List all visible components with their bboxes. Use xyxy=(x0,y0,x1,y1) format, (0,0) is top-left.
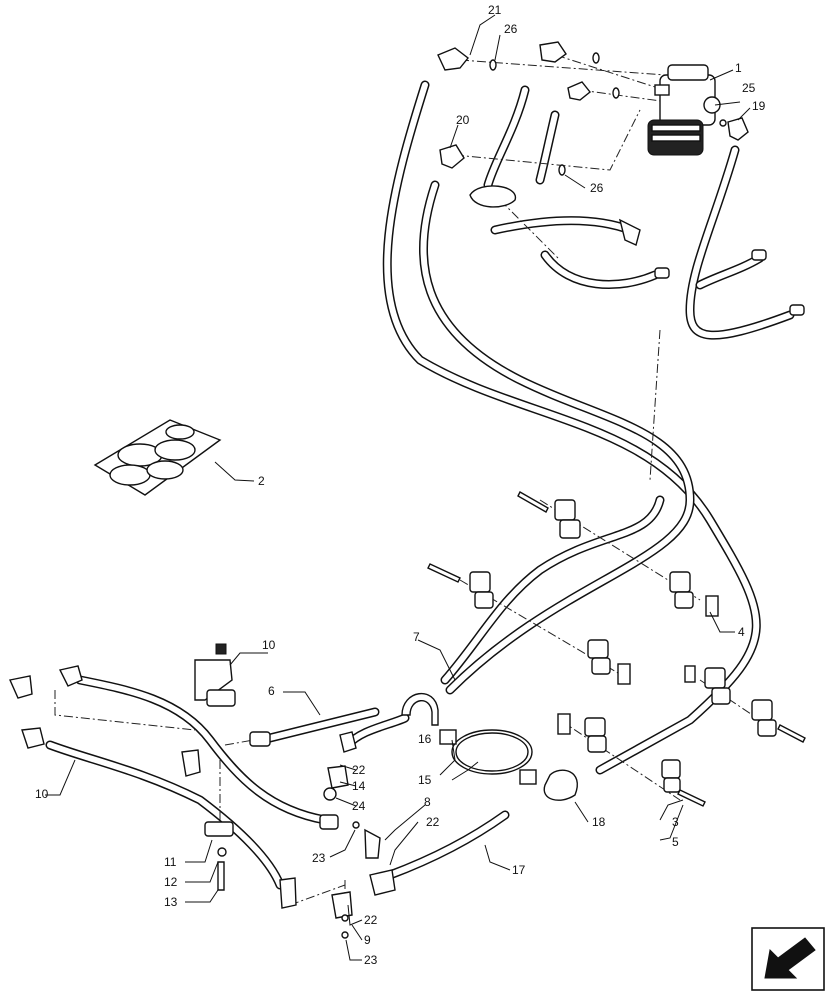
callout-26-top: 26 xyxy=(504,22,518,36)
callout-10-top: 10 xyxy=(262,638,276,652)
callout-4: 4 xyxy=(738,625,745,639)
hose-main-left xyxy=(382,80,761,775)
callout-22-b: 22 xyxy=(426,815,440,829)
callout-25: 25 xyxy=(742,81,756,95)
callout-14: 14 xyxy=(352,779,366,793)
callout-24: 24 xyxy=(352,799,366,813)
hose-clamps xyxy=(401,693,578,801)
clamp-blocks xyxy=(194,491,806,891)
callout-15: 15 xyxy=(418,773,432,787)
arrow-left-down-icon[interactable] xyxy=(751,927,825,991)
callout-7: 7 xyxy=(413,630,420,644)
callout-5: 5 xyxy=(672,835,679,849)
callout-21: 21 xyxy=(488,3,502,17)
callout-23-a: 23 xyxy=(312,851,326,865)
callout-13: 13 xyxy=(164,895,178,909)
callout-9: 9 xyxy=(364,933,371,947)
leader-lines xyxy=(45,14,751,961)
callout-12: 12 xyxy=(164,875,178,889)
hose-lines xyxy=(45,80,795,890)
callout-22-c: 22 xyxy=(364,913,378,927)
callout-10-left: 10 xyxy=(35,787,49,801)
callout-3: 3 xyxy=(672,815,679,829)
reference-lines xyxy=(54,49,761,920)
callout-19: 19 xyxy=(752,99,766,113)
callout-20: 20 xyxy=(456,113,470,127)
callout-22-a: 22 xyxy=(352,763,366,777)
callout-labels: 21 26 1 25 19 20 26 2 4 10 7 6 16 22 15 … xyxy=(35,3,766,967)
callout-1: 1 xyxy=(735,61,742,75)
callout-8: 8 xyxy=(424,795,431,809)
callout-26-mid: 26 xyxy=(590,181,604,195)
callout-11: 11 xyxy=(164,855,177,869)
callout-2: 2 xyxy=(258,474,265,488)
steering-unit xyxy=(647,64,721,156)
callout-6: 6 xyxy=(268,684,275,698)
upper-fittings xyxy=(437,41,805,316)
callout-17: 17 xyxy=(512,863,526,877)
callout-23-b: 23 xyxy=(364,953,378,967)
callout-18: 18 xyxy=(592,815,606,829)
callout-16: 16 xyxy=(418,732,432,746)
seal-kit-icon xyxy=(93,419,222,496)
